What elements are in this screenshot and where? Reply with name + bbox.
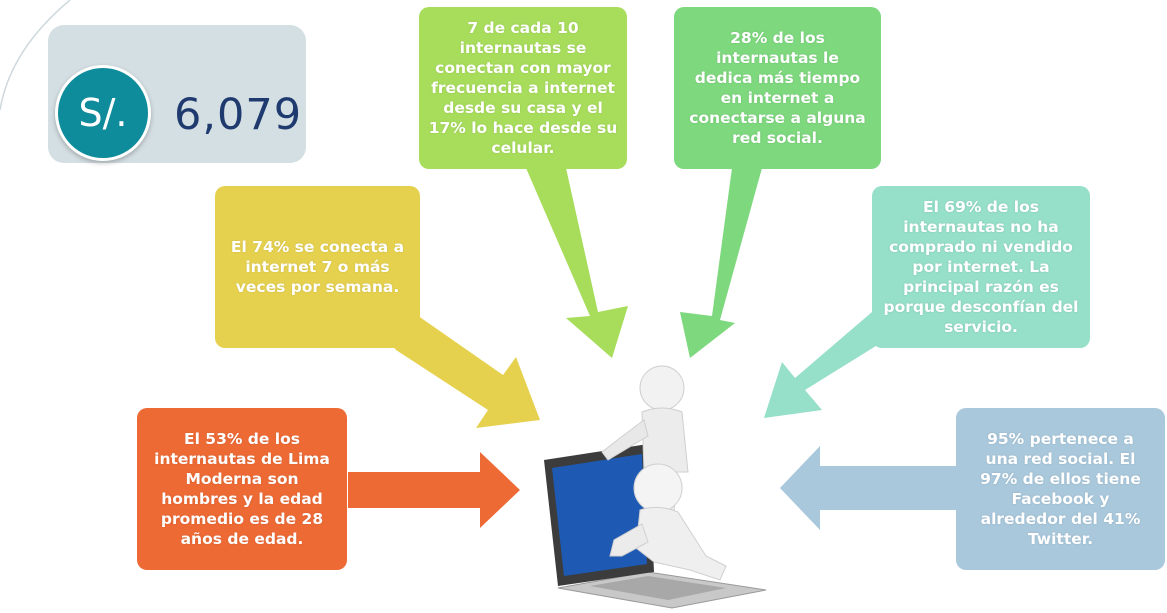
stat-text-men: El 53% de los internautas de Lima Modern… <box>154 429 330 549</box>
stat-text-shopping: El 69% de los internautas no ha comprado… <box>883 197 1079 337</box>
arrow-from-95 <box>780 446 956 530</box>
arrow-from-53 <box>348 452 520 528</box>
stat-box-social-network: 95% pertenece a una red social. El 97% d… <box>956 408 1165 570</box>
arrow-from-28 <box>680 168 762 358</box>
decorative-curve <box>0 0 71 111</box>
stat-text-social-network: 95% pertenece a una red social. El 97% d… <box>980 429 1141 549</box>
arrow-from-74 <box>388 313 540 428</box>
stat-box-home: 7 de cada 10 internautas se conectan con… <box>419 7 627 169</box>
stat-box-men: El 53% de los internautas de Lima Modern… <box>137 408 347 570</box>
stat-text-weekly: El 74% se conecta a internet 7 o más vec… <box>230 237 405 297</box>
stat-box-social-time: 28% de los internautas le dedica más tie… <box>674 7 881 169</box>
currency-badge: S/. <box>55 65 151 161</box>
currency-card: S/. 6,079 <box>48 25 306 163</box>
currency-symbol: S/. <box>78 91 128 135</box>
stat-box-shopping: El 69% de los internautas no ha comprado… <box>872 186 1090 348</box>
stat-text-social-time: 28% de los internautas le dedica más tie… <box>689 28 866 148</box>
stat-text-home: 7 de cada 10 internautas se conectan con… <box>428 18 618 158</box>
arrow-from-69 <box>764 312 892 418</box>
currency-value: 6,079 <box>174 90 303 140</box>
arrow-from-7de10 <box>526 168 628 358</box>
stat-box-weekly: El 74% se conecta a internet 7 o más vec… <box>215 186 420 348</box>
person-laptop-icon <box>544 365 767 609</box>
